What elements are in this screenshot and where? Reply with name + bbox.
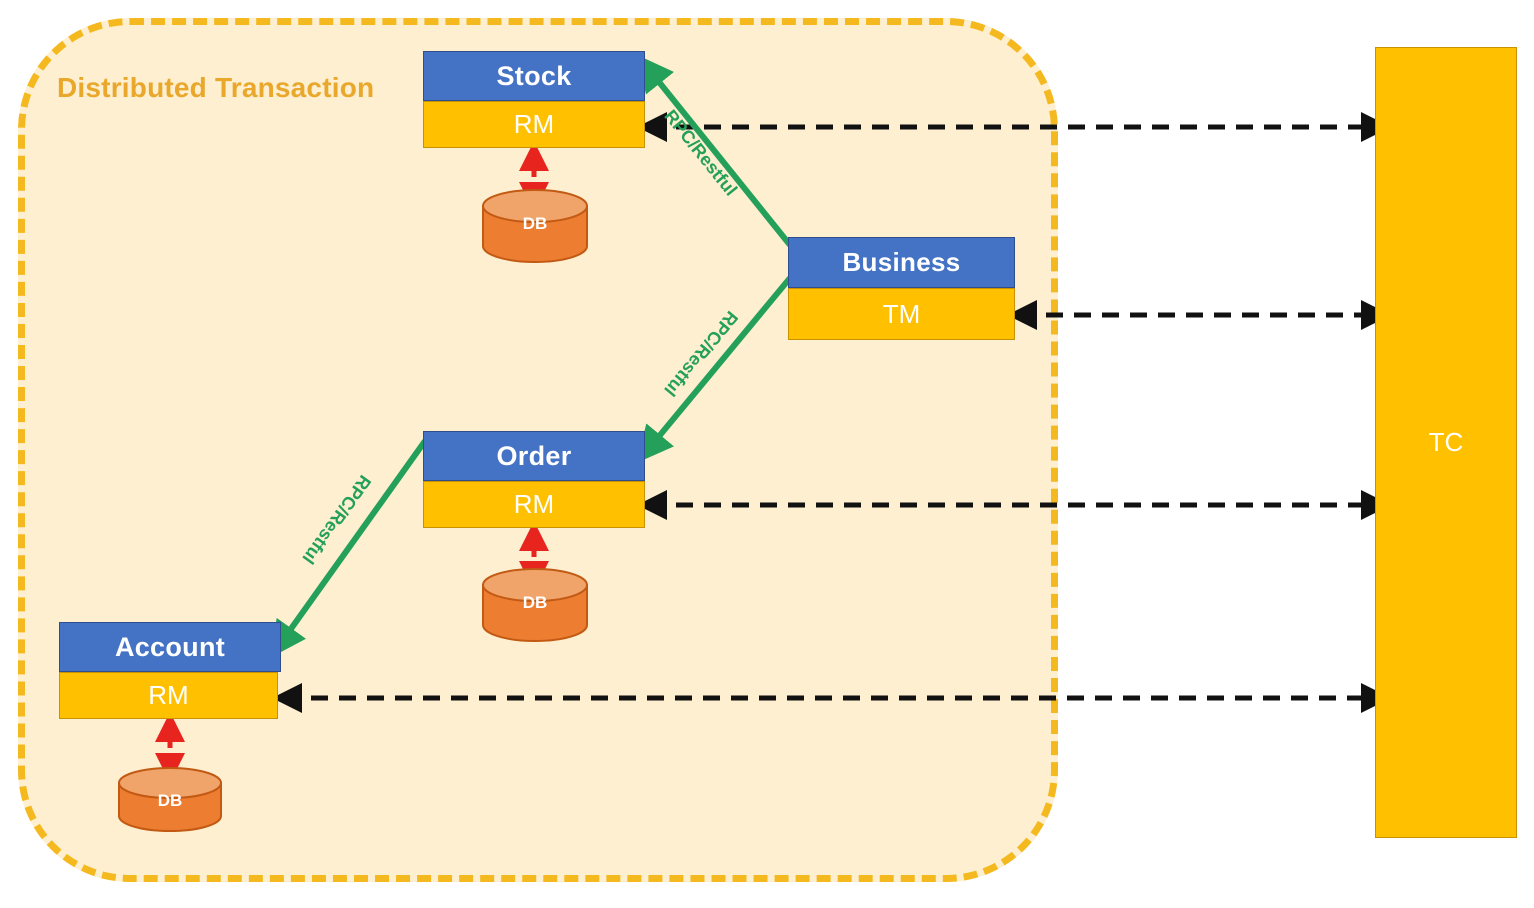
service-stock[interactable]: Stock RM bbox=[423, 51, 645, 148]
service-account-name: Account bbox=[59, 622, 281, 672]
transaction-coordinator-box[interactable]: TC bbox=[1375, 47, 1517, 838]
service-order-role: RM bbox=[423, 481, 645, 528]
service-stock-name: Stock bbox=[423, 51, 645, 101]
service-business[interactable]: Business TM bbox=[788, 237, 1015, 340]
service-account-role: RM bbox=[59, 672, 278, 719]
service-order[interactable]: Order RM bbox=[423, 431, 645, 528]
db-cylinder-account bbox=[118, 767, 222, 832]
service-business-role: TM bbox=[788, 288, 1015, 340]
db-cylinder-order bbox=[482, 568, 588, 642]
service-business-name: Business bbox=[788, 237, 1015, 288]
rpc-link-business-order bbox=[637, 276, 793, 463]
rpc-link-business-stock bbox=[637, 55, 793, 247]
service-stock-role: RM bbox=[423, 101, 645, 148]
db-cylinder-stock bbox=[482, 189, 588, 263]
service-account[interactable]: Account RM bbox=[59, 622, 281, 719]
service-order-name: Order bbox=[423, 431, 645, 481]
rpc-link-order-account bbox=[270, 439, 428, 658]
transaction-coordinator-label: TC bbox=[1428, 427, 1464, 457]
boundary-label: Distributed Transaction bbox=[57, 72, 375, 103]
